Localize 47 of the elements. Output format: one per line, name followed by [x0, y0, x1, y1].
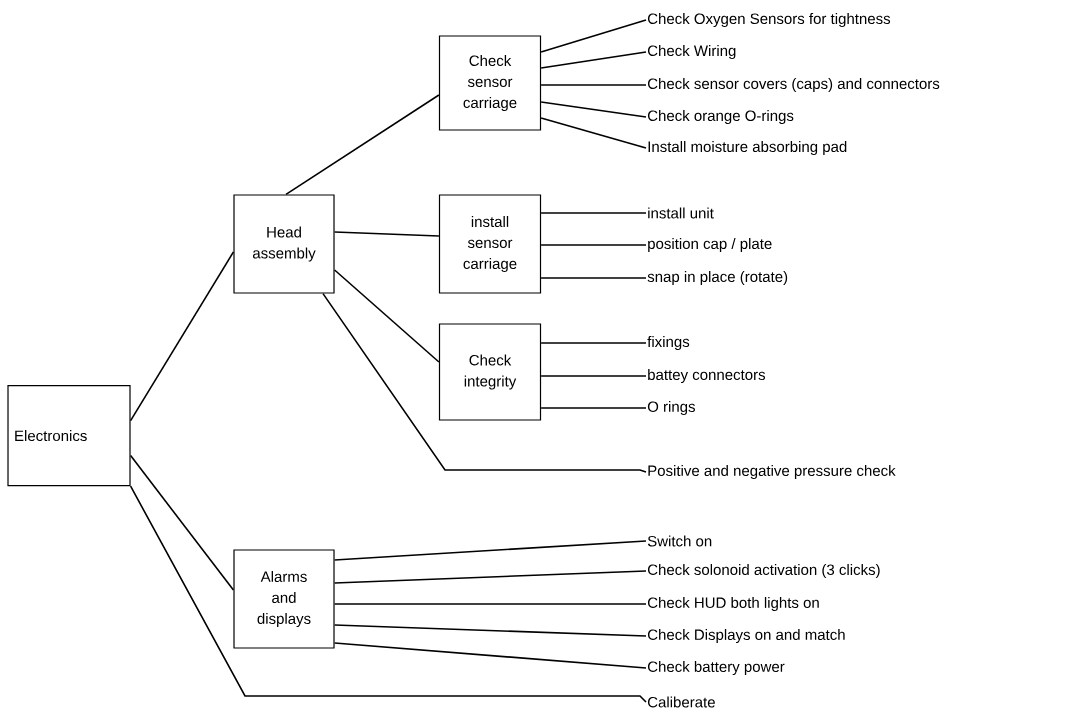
step-text: Check solonoid activation (3 clicks): [647, 564, 880, 578]
connector-line: [540, 342, 647, 344]
step-text: Check Wiring: [647, 45, 736, 59]
connector-line: [540, 375, 647, 377]
connector-line: [322, 292, 647, 473]
step-text: Check Displays on and match: [647, 629, 845, 643]
step-box: Electronics: [7, 385, 131, 487]
step-text: install unit: [648, 207, 714, 219]
step-box: Check sensor carriage: [438, 35, 542, 131]
step-text: Check HUD both lights on: [647, 597, 819, 611]
step-text: Check battery power: [647, 661, 785, 675]
step-text: battey connectors: [648, 369, 766, 383]
connector-line: [540, 51, 647, 69]
connector-line: [540, 84, 647, 86]
connector-line: [540, 101, 647, 118]
step-box: Check integrity: [438, 323, 542, 421]
connector-line: [333, 269, 440, 363]
step-text: Install moisture absorbing pad: [648, 141, 847, 155]
step-text: Check sensor covers (caps) and connectors: [647, 78, 940, 92]
connector-line: [540, 19, 647, 53]
step-box: Head assembly: [233, 194, 335, 294]
connector-line: [540, 277, 647, 279]
step-text: Caliberate: [647, 696, 715, 708]
connector-line: [129, 251, 235, 422]
connector-line: [333, 642, 647, 669]
step-text: Switch on: [647, 535, 712, 547]
connector-line: [540, 212, 647, 214]
step-text: Positive and negative pressure check: [648, 465, 896, 479]
connector-line: [129, 454, 235, 591]
connector-line: [333, 540, 647, 561]
step-text: Check Oxygen Sensors for tightness: [647, 13, 891, 27]
step-box: Alarms and displays: [233, 549, 335, 649]
connector-line: [540, 244, 647, 246]
connector-line: [540, 407, 647, 409]
connector-line: [129, 485, 647, 703]
step-text: fixings: [647, 336, 690, 350]
connector-line: [333, 603, 647, 605]
connector-line: [540, 117, 647, 149]
connector-line: [333, 624, 647, 637]
connector-line: [333, 570, 647, 584]
step-text: O rings: [647, 401, 695, 415]
connector-line: [333, 231, 440, 237]
step-text: position cap / plate: [648, 238, 772, 252]
step-box: install sensor carriage: [438, 194, 542, 294]
step-text: snap in place (rotate): [647, 271, 788, 285]
step-text: Check orange O-rings: [647, 110, 794, 124]
connector-line: [285, 94, 440, 196]
